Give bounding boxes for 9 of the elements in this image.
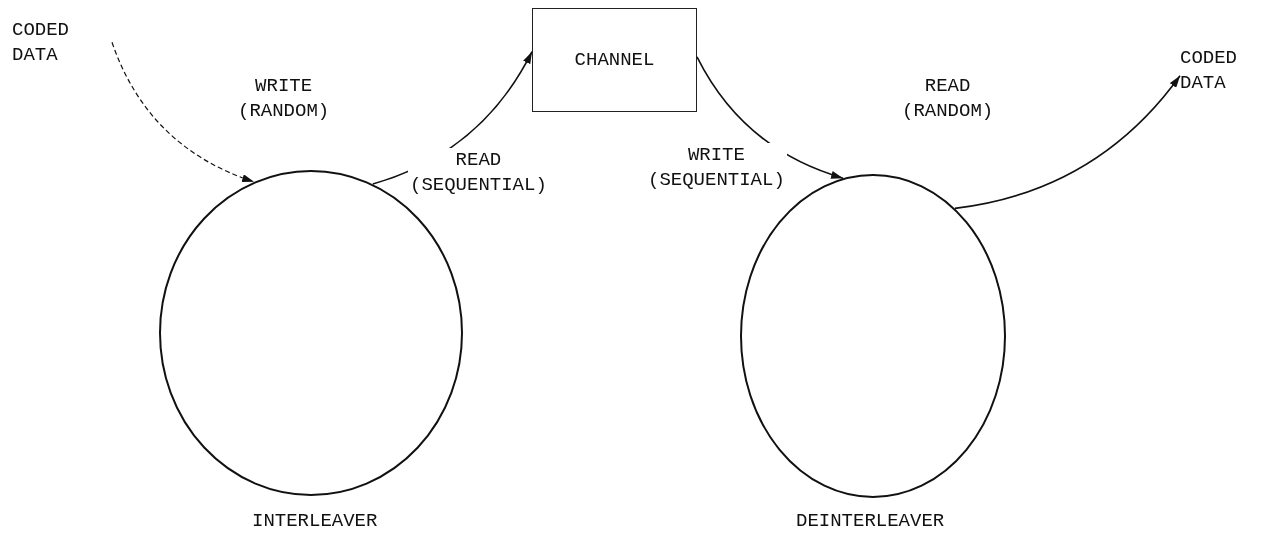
arrow <box>696 56 844 179</box>
arrow <box>954 74 1181 210</box>
node-label: CODED DATA <box>1180 46 1237 96</box>
arrow <box>111 41 255 183</box>
node-caption: INTERLEAVER <box>252 510 378 532</box>
node-caption: DEINTERLEAVER <box>796 510 945 532</box>
node-label: CODED DATA <box>12 18 69 68</box>
process-box <box>532 8 697 112</box>
box-label: CHANNEL <box>574 49 655 71</box>
